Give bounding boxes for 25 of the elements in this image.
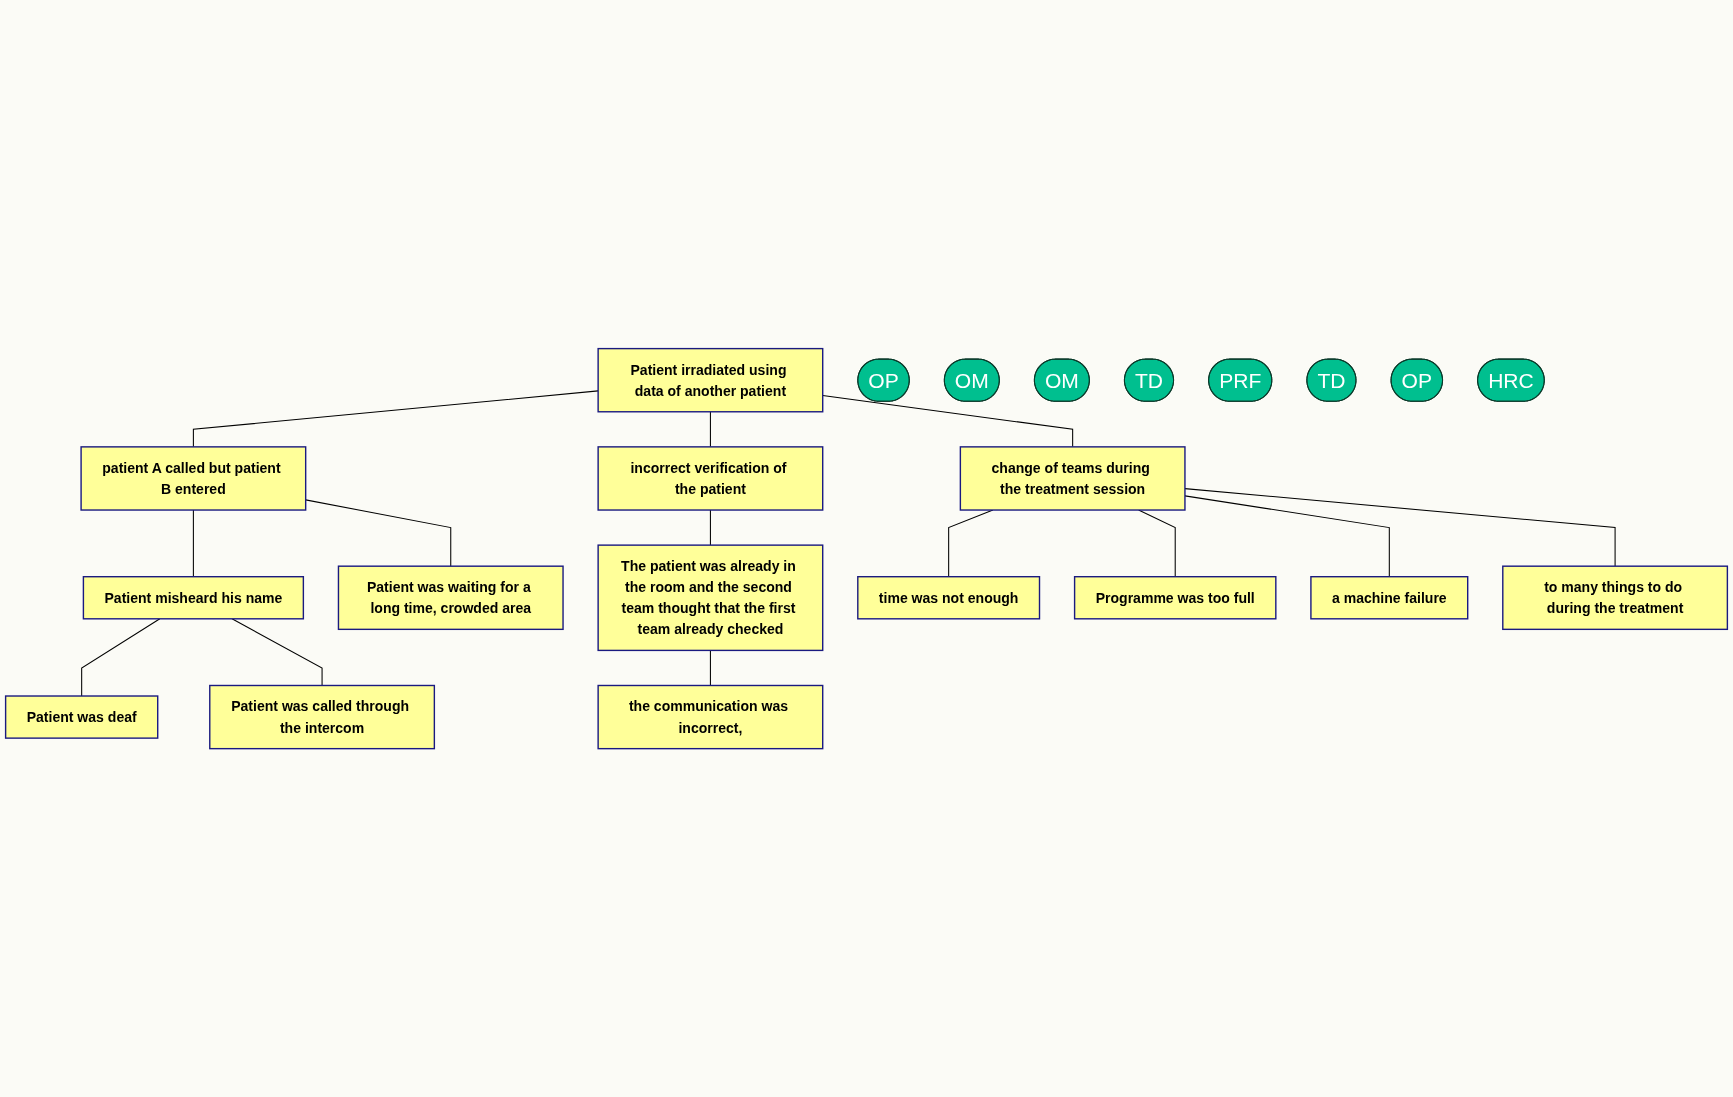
connector — [1184, 495, 1390, 578]
node-box: a machine failure — [1310, 575, 1469, 620]
node-box: Patient misheard his name — [82, 575, 305, 620]
connector — [305, 499, 452, 567]
node-box: patient A called but patient B entered — [80, 446, 307, 511]
node-box: Patient was waiting for a long time, crowded area — [337, 565, 564, 630]
connector — [1184, 487, 1616, 567]
connector — [709, 411, 711, 448]
node-box: time was not enough — [857, 575, 1041, 620]
connector — [709, 509, 711, 546]
node-box: Patient was called through the intercom — [209, 684, 436, 750]
connector — [192, 390, 599, 448]
connector — [81, 618, 161, 697]
node-box: Patient irradiated using data of another patient — [597, 347, 824, 413]
node-box: change of teams during the treatment session — [959, 446, 1186, 511]
connector — [192, 509, 194, 578]
connector — [231, 618, 323, 686]
node-box: Programme was too full — [1073, 575, 1277, 620]
connector — [709, 649, 711, 686]
node-box: The patient was already in the room and the second team thought that the first team already checked — [597, 544, 824, 651]
node-box: incorrect verification of the patient — [597, 446, 824, 511]
node-box: Patient was deaf — [4, 695, 159, 739]
connector — [822, 394, 1074, 448]
node-box: the communication was incorrect, — [597, 684, 824, 750]
node-box: to many things to do during the treatment — [1502, 565, 1729, 630]
